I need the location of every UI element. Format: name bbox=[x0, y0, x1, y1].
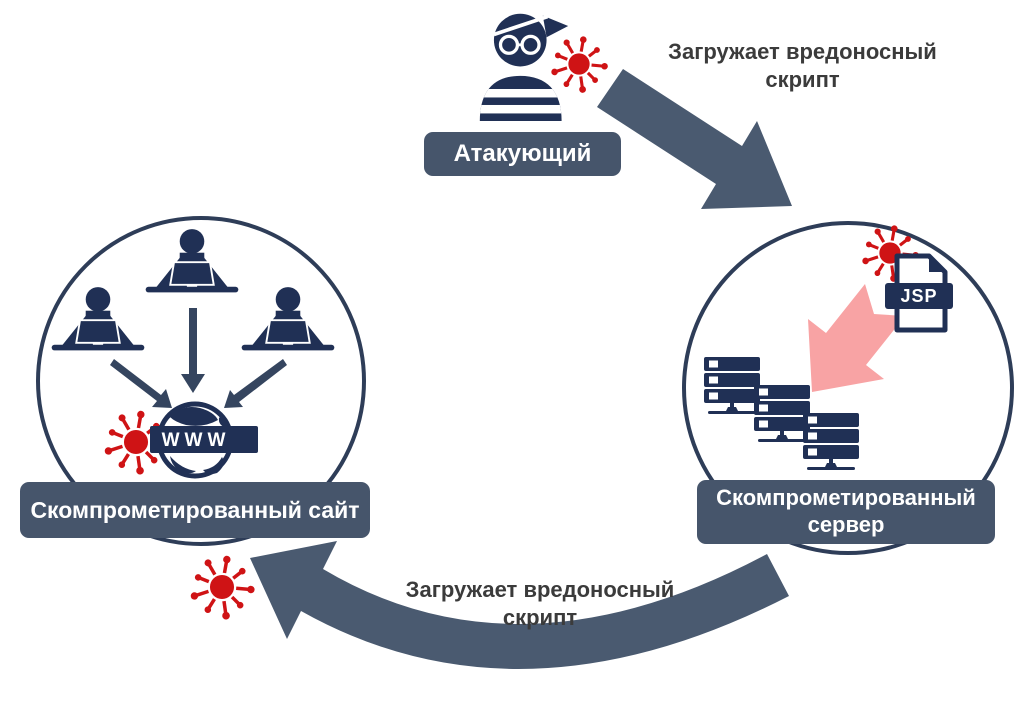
load-script-text-bottom-line1: Загружает вредоносный bbox=[405, 577, 675, 602]
user-arrow-center bbox=[181, 308, 205, 393]
attacker-label: Атакующий bbox=[424, 132, 621, 176]
load-script-text-bottom: Загружает вредоносный скрипт bbox=[375, 576, 705, 631]
user-arrow-right bbox=[224, 359, 287, 408]
virus-icon bbox=[187, 553, 257, 622]
compromised-server-circle bbox=[682, 221, 1014, 555]
compromised-site-label: Скомпрометированный сайт bbox=[20, 482, 370, 538]
compromised-server-label-line2: сервер bbox=[807, 512, 885, 537]
user-arrow-left bbox=[110, 359, 172, 408]
load-arrow-bottom bbox=[250, 541, 789, 669]
server-rack-icon bbox=[704, 357, 760, 414]
compromised-server-label: Скомпрометированный сервер bbox=[697, 480, 995, 544]
attacker-label-text: Атакующий bbox=[453, 140, 592, 168]
compromised-site-label-text: Скомпрометированный сайт bbox=[30, 496, 360, 523]
compromised-server-label-line1: Скомпрометированный bbox=[716, 485, 976, 511]
load-script-text-bottom-line2: скрипт bbox=[502, 604, 578, 630]
attacker-icon bbox=[479, 13, 569, 121]
upload-script-text-top-line2: скрипт bbox=[765, 66, 840, 92]
server-rack-icon bbox=[803, 413, 859, 470]
upload-script-text-top: Загружает вредоносный скрипт bbox=[635, 38, 970, 93]
jsp-file-icon: JSP bbox=[885, 253, 953, 333]
virus-icon bbox=[548, 34, 610, 95]
upload-script-text-top-line1: Загружает вредоносный bbox=[668, 39, 937, 64]
jsp-file-text: JSP bbox=[900, 286, 937, 306]
deploy-arrow-pink bbox=[808, 284, 905, 392]
compromised-site-circle bbox=[36, 216, 366, 546]
globe-www-text: WWW bbox=[162, 430, 231, 451]
user-laptop-icon bbox=[144, 228, 240, 294]
server-rack-icon bbox=[754, 385, 810, 442]
globe-www-icon: WWW bbox=[150, 401, 258, 479]
upload-arrow-top bbox=[597, 69, 792, 209]
user-laptop-icon bbox=[50, 286, 146, 352]
user-laptop-icon bbox=[240, 286, 336, 352]
